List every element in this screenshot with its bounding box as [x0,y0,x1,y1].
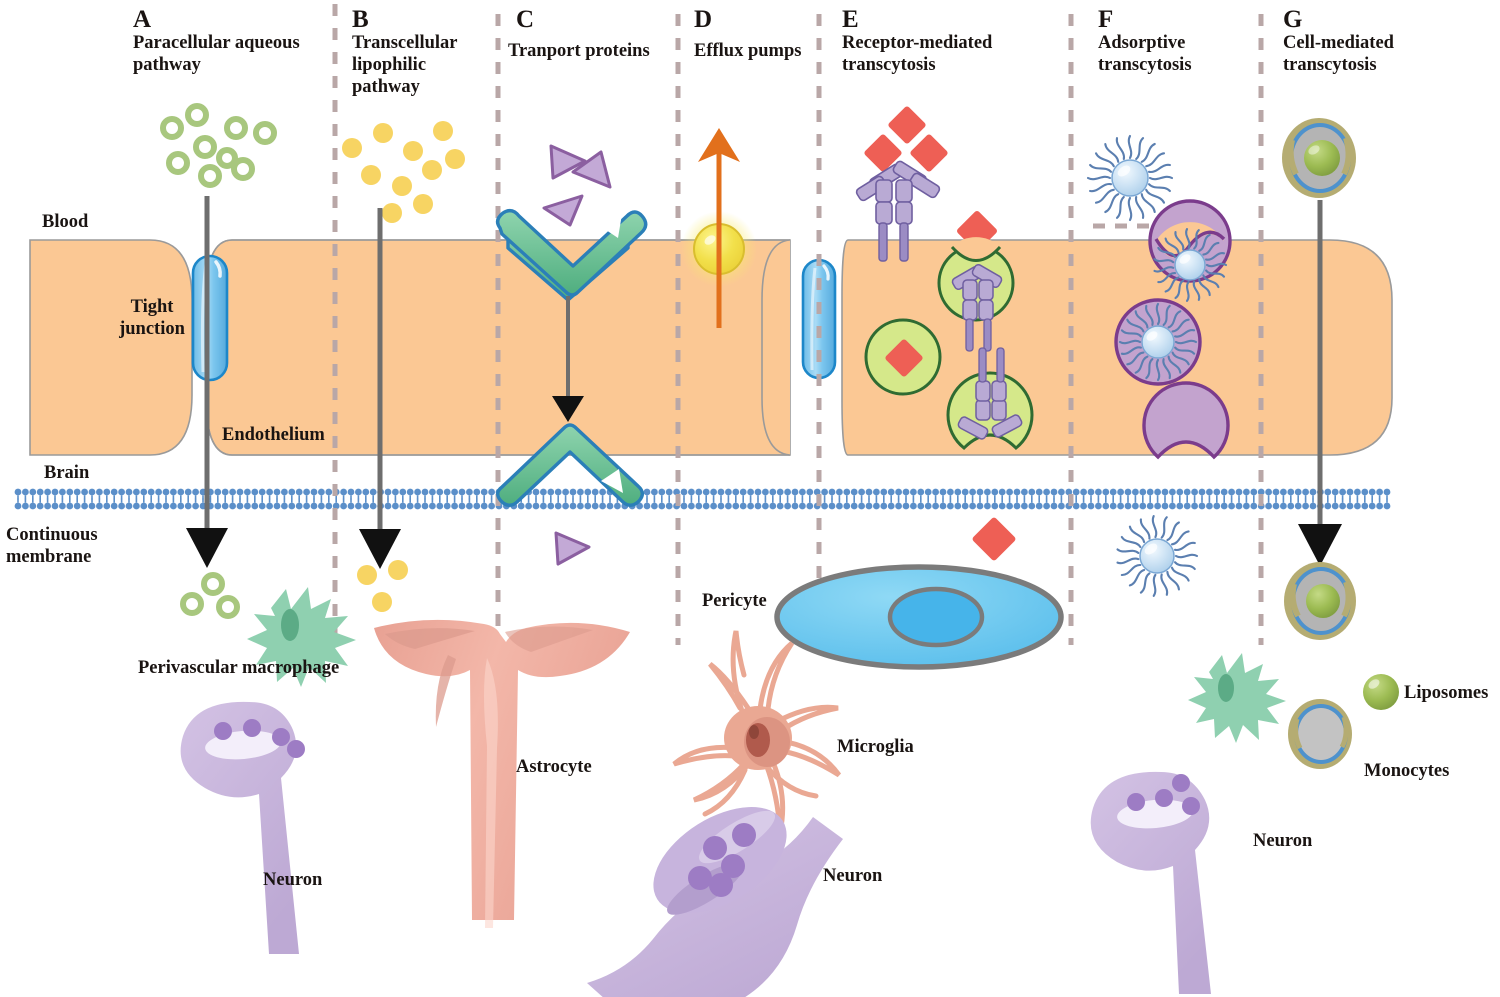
adsorptive-vesicle-exocytosis [1142,381,1230,460]
vesicle-cup-upper [937,237,1015,352]
section-a-paracellular [160,103,277,619]
adsorptive-vesicle-internal [1114,298,1202,386]
annotation-continuous-membrane: Continuous membrane [6,525,98,567]
section-letter-b: B [352,6,369,33]
annotation-neuron-a: Neuron [263,870,323,890]
section-letter-d: D [694,6,713,33]
annotation-perivascular-macrophage: Perivascular macrophage [138,658,340,678]
neuron-center [587,807,843,997]
monocyte-brain [1284,562,1356,640]
section-letter-f: F [1098,6,1114,33]
red-diamond-released [972,517,1016,561]
green-ring-molecules [160,103,277,188]
annotation-liposomes: Liposomes [1404,683,1489,703]
yellow-dot-molecules [342,121,465,223]
annotation-tight-junction: Tight junction [119,297,185,339]
tight-junction-1 [191,254,229,382]
nanoparticle-released [1116,515,1199,597]
macrophage-right [1188,653,1286,743]
section-e-receptor-mediated [855,106,1034,561]
continuous-membrane [14,488,1392,510]
section-d-efflux-pump [681,128,757,328]
perivascular-macrophage [247,587,356,687]
section-title-b: Transcellular lipophilic pathway [352,33,458,97]
yellow-dot-molecules-brain [357,560,408,612]
legend-liposome-swatch [1363,674,1399,710]
section-letter-g: G [1283,6,1303,33]
neuron-left [180,701,305,954]
section-g-cell-mediated [1282,118,1356,640]
green-ring-molecules-brain [180,572,240,619]
section-letter-e: E [842,6,859,33]
section-c-transport-proteins [495,144,648,566]
antibody-receptor-surface [855,160,941,262]
annotation-monocytes: Monocytes [1364,761,1450,781]
section-b-transcellular [342,121,465,612]
purple-triangle-molecules [542,144,612,227]
annotation-neuron-d: Neuron [823,866,883,886]
annotation-astrocyte: Astrocyte [516,757,592,777]
transport-protein-upper [495,208,648,302]
vesicle-internal-cargo [864,318,942,396]
section-title-f: Adsorptive transcytosis [1098,33,1192,75]
annotation-brain: Brain [44,463,90,483]
monocyte-blood [1282,118,1356,198]
neuron-right [1090,771,1211,994]
microglia [672,630,842,833]
section-letter-a: A [133,6,152,33]
legend-monocyte-swatch [1288,699,1352,769]
nanoparticle-free [1086,134,1174,222]
annotation-microglia: Microglia [837,737,914,757]
annotation-endothelium: Endothelium [222,425,325,445]
red-diamond-drug-free [864,106,948,172]
transport-protein-lower [496,423,644,507]
astrocyte [374,619,630,928]
section-f-adsorptive [1086,134,1232,597]
section-title-c: Tranport proteins [508,41,650,61]
section-title-g: Cell-mediated transcytosis [1283,33,1394,75]
annotation-blood: Blood [42,212,89,232]
annotation-pericyte: Pericyte [702,591,767,611]
vesicle-cup-lower [946,347,1034,451]
annotation-neuron-f: Neuron [1253,831,1313,851]
section-dividers [332,4,1264,648]
pericyte [774,564,1064,670]
adsorptive-vesicle-cup [1148,199,1232,302]
section-title-e: Receptor-mediated transcytosis [842,33,993,75]
section-title-d: Efflux pumps [694,41,802,61]
section-title-a: Paracellular aqueous pathway [133,33,300,75]
section-letter-c: C [516,6,535,33]
